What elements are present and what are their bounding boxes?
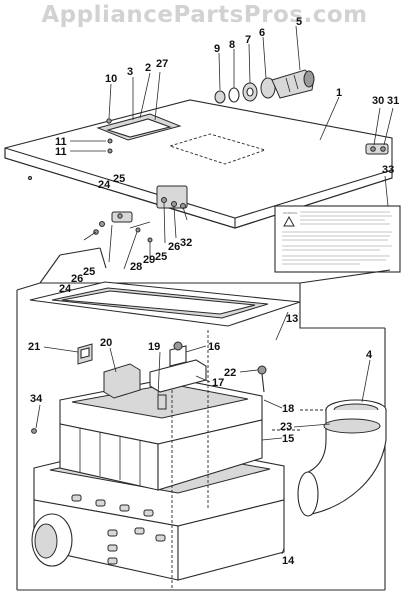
callout-9: 9 [214,43,220,55]
callout-11a: 11 [55,136,67,148]
callout-21: 21 [28,341,40,353]
callout-32: 32 [180,237,192,249]
callout-18: 18 [282,403,294,415]
callout-15: 15 [282,433,294,445]
callout-30: 30 [372,95,384,107]
callout-17: 17 [212,377,224,389]
leader-lines-top [70,25,394,270]
internal-parts [31,341,267,434]
callout-25c: 25 [155,251,167,263]
callout-10: 10 [105,73,117,85]
callout-22: 22 [224,367,236,379]
callout-8: 8 [229,39,235,51]
callout-27: 27 [156,58,168,70]
leader-lines-lower [35,311,371,555]
svg-text:WARNING: WARNING [283,211,298,215]
callout-1: 1 [336,87,342,99]
callout-26b: 26 [71,273,83,285]
callout-19: 19 [148,341,160,353]
callout-16: 16 [208,341,220,353]
callout-31: 31 [387,95,399,107]
callout-24a: 24 [98,179,111,191]
connector-lines [39,247,391,284]
callout-29: 29 [143,254,155,266]
exploded-view [16,282,386,591]
callout-14: 14 [282,555,295,567]
callout-13: 13 [286,313,298,325]
callout-6: 6 [259,27,265,39]
callout-23: 23 [280,421,292,433]
warning-triangle-icon [283,215,295,227]
callout-20: 20 [100,337,112,349]
callout-28: 28 [130,261,142,273]
callout-25a: 25 [113,173,125,185]
callout-labels: 1 2 3 4 5 6 7 8 9 10 11 11 13 14 15 16 1… [28,16,399,567]
callout-24b: 24 [59,283,72,295]
knob-assembly [214,69,315,104]
callout-4: 4 [366,349,373,361]
callout-25b: 25 [83,266,95,278]
warning-label: WARNING [274,205,401,273]
callout-26a: 26 [168,241,180,253]
dashed-guides [171,330,326,590]
callout-3: 3 [127,66,133,78]
callout-34: 34 [30,393,43,405]
gasket-frame [29,281,301,327]
elbow-duct [297,399,387,517]
callout-11b: 11 [55,146,67,158]
watermark: AppliancePartsPros.com [41,2,368,28]
callout-5: 5 [296,16,302,28]
callout-7: 7 [245,34,251,46]
callout-2: 2 [145,62,151,74]
top-panel [4,99,393,229]
callout-33: 33 [382,164,394,176]
bracket-hardware [83,185,188,243]
